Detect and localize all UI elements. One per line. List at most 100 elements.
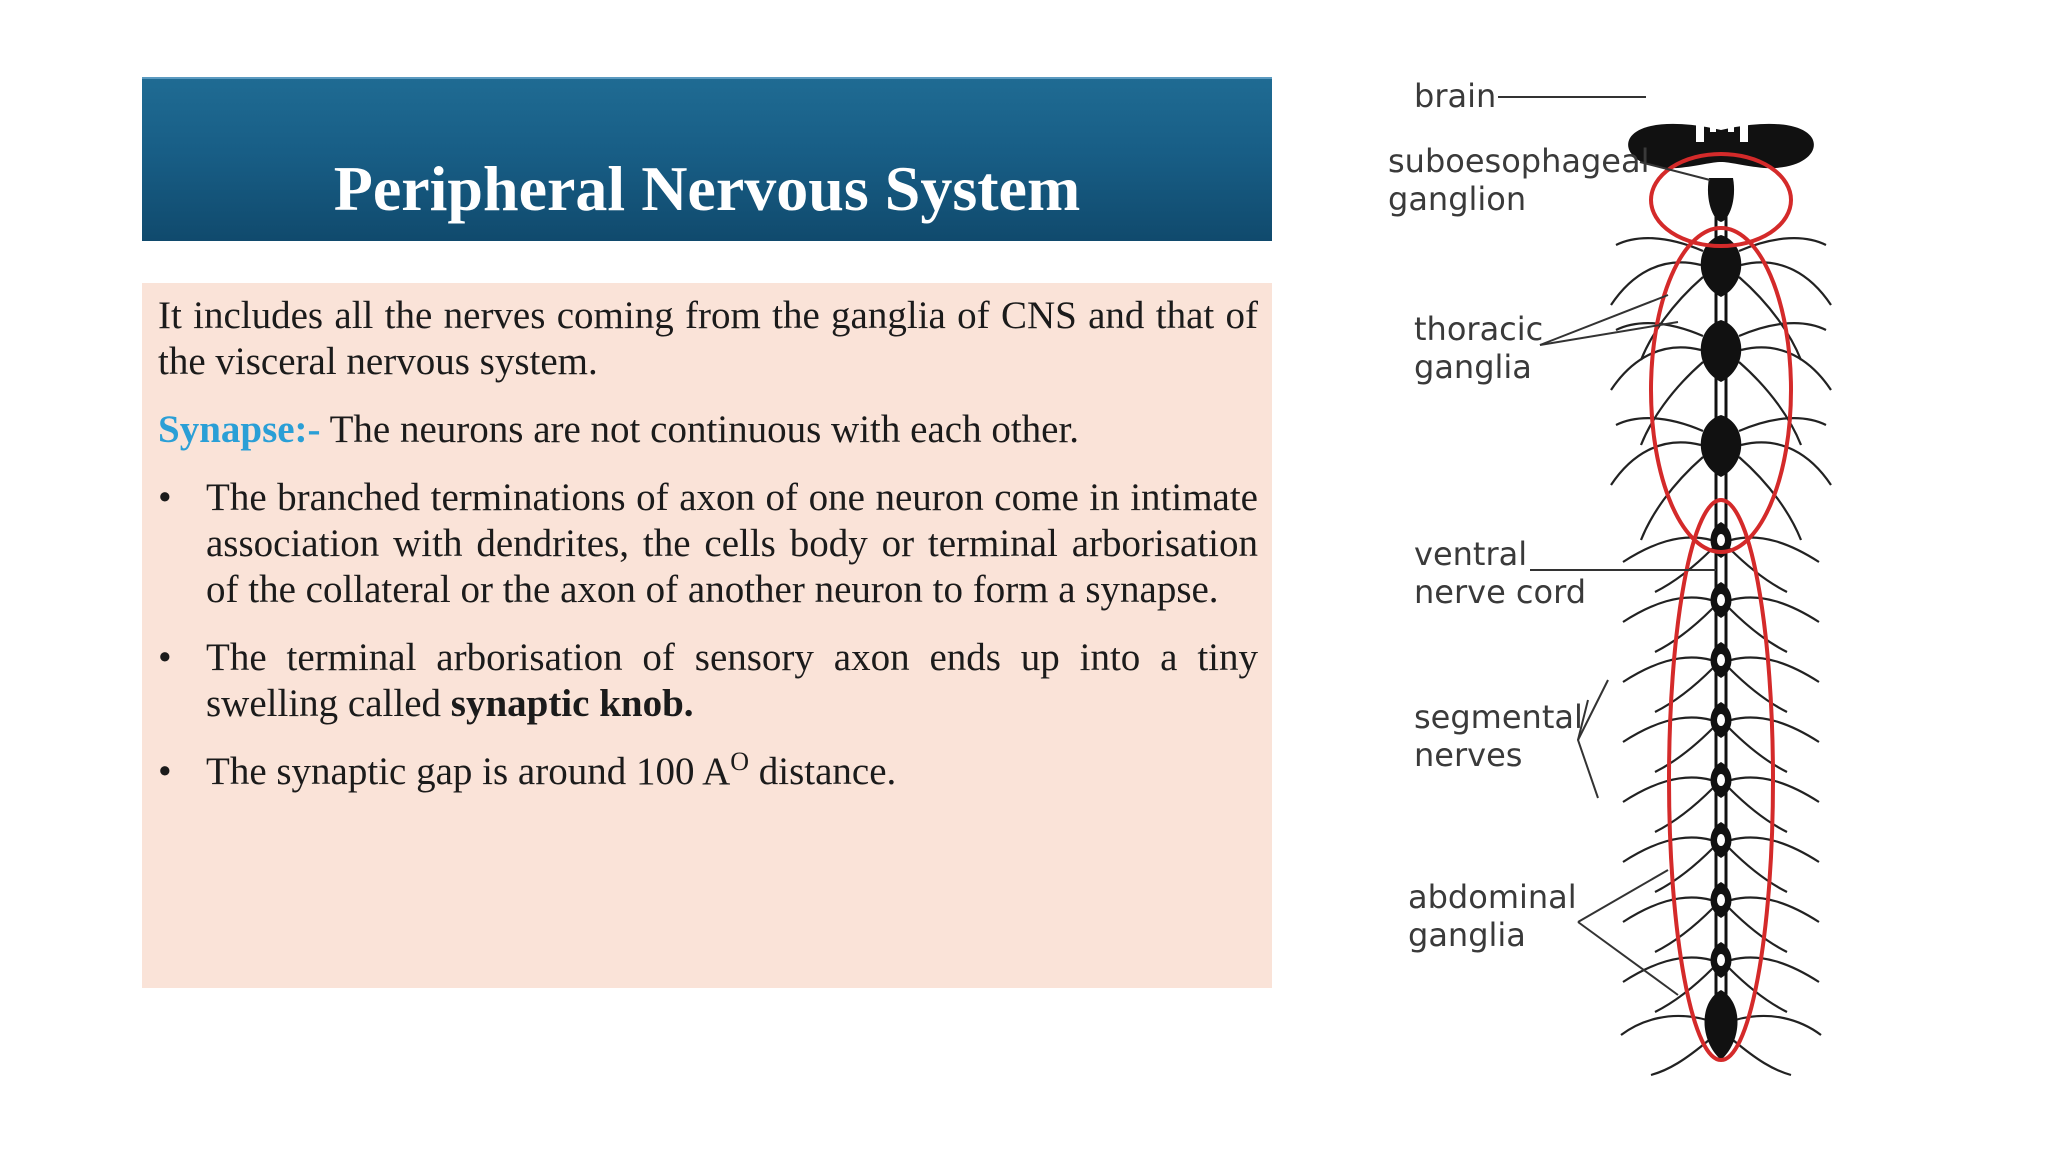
abdominal-nerve: [1622, 656, 1712, 683]
angstrom-superscript: O: [730, 747, 750, 776]
thoracic-nerve: [1615, 237, 1704, 253]
abdominal-nerve: [1622, 596, 1712, 623]
abdominal-nerve: [1654, 607, 1714, 653]
thoracic-nerve: [1738, 322, 1827, 338]
terminal-nerve: [1734, 1014, 1822, 1036]
bullet-text: The branched terminations of axon of one…: [206, 476, 1258, 611]
abdominal-nerve: [1730, 836, 1820, 863]
insect-nervous-system-diagram: brain suboesophageal ganglion thoracic g…: [1388, 77, 1832, 1077]
abdominal-nerve: [1622, 956, 1712, 983]
abdominal-nerve: [1654, 667, 1714, 713]
synapse-label: Synapse:-: [158, 408, 321, 451]
label-ventral: ventral: [1414, 535, 1527, 573]
thoracic-nerve: [1740, 261, 1832, 306]
thoracic-nerve: [1738, 417, 1827, 433]
thoracic-ganglion: [1700, 415, 1742, 477]
abdominal-nerve: [1654, 967, 1714, 1013]
thoracic-nerve: [1738, 456, 1803, 541]
abdominal-nerve: [1730, 536, 1820, 563]
bullet-item: • The terminal arborisation of sensory a…: [158, 635, 1258, 727]
content-panel: It includes all the nerves coming from t…: [142, 283, 1272, 988]
abdominal-nerve: [1654, 907, 1714, 953]
thoracic-nerve: [1639, 276, 1704, 361]
label-thoracic: thoracic: [1414, 310, 1543, 348]
thoracic-nerve: [1639, 456, 1704, 541]
label-thoracic-ganglia: ganglia: [1414, 348, 1532, 386]
thoracic-nerve: [1738, 361, 1803, 446]
abdominal-nerve: [1730, 656, 1820, 683]
label-brain: brain: [1414, 77, 1496, 115]
thoracic-nerve: [1610, 346, 1702, 391]
bullet-icon: •: [158, 750, 172, 793]
label-nerve-cord: nerve cord: [1414, 573, 1586, 611]
thoracic-nerve: [1610, 261, 1702, 306]
thoracic-nerve: [1639, 361, 1704, 446]
synapse-definition: Synapse:- The neurons are not continuous…: [158, 407, 1258, 453]
abdominal-ganglion-core: [1717, 534, 1725, 546]
abdominal-ganglion-core: [1717, 894, 1725, 906]
synaptic-knob-term: synaptic knob.: [450, 682, 694, 725]
terminal-nerve: [1732, 1039, 1792, 1077]
thoracic-nerve: [1740, 441, 1832, 486]
abdominal-nerve: [1622, 536, 1712, 563]
thoracic-nerve: [1610, 441, 1702, 486]
abdominal-nerve: [1728, 727, 1788, 773]
title-banner: Peripheral Nervous System: [142, 77, 1272, 241]
label-segmental: segmental: [1414, 698, 1583, 736]
thoracic-ganglion: [1700, 235, 1742, 297]
abdominal-nerve: [1728, 907, 1788, 953]
ganglia-drawing: [1700, 178, 1742, 1060]
abdominal-nerve: [1730, 956, 1820, 983]
abdominal-nerve: [1728, 607, 1788, 653]
abdominal-nerve: [1622, 836, 1712, 863]
suboesophageal-outline: [1649, 152, 1793, 248]
thoracic-nerve: [1738, 237, 1827, 253]
abdominal-nerve: [1728, 967, 1788, 1013]
abdominal-nerve: [1728, 787, 1788, 833]
label-abdominal: abdominal: [1408, 878, 1577, 916]
abdominal-ganglion-core: [1717, 774, 1725, 786]
thoracic-nerve: [1615, 417, 1704, 433]
abdominal-nerve: [1728, 667, 1788, 713]
abdominal-ganglion-core: [1717, 594, 1725, 606]
bullet-item: • The branched terminations of axon of o…: [158, 475, 1258, 613]
abdominal-nerve: [1654, 547, 1714, 593]
label-suboesophageal: suboesophageal: [1388, 142, 1649, 180]
abdominal-nerve: [1728, 847, 1788, 893]
abdominal-nerve: [1654, 787, 1714, 833]
abdominal-nerve: [1622, 896, 1712, 923]
abdominal-ganglion-core: [1717, 654, 1725, 666]
bullet-list: • The branched terminations of axon of o…: [158, 475, 1258, 795]
synapse-text: The neurons are not continuous with each…: [320, 408, 1080, 451]
label-abdominal-ganglia: ganglia: [1408, 916, 1526, 954]
thoracic-outline: [1649, 226, 1793, 554]
suboesophageal-ganglion: [1707, 178, 1735, 222]
abdominal-nerve: [1730, 776, 1820, 803]
intro-paragraph: It includes all the nerves coming from t…: [158, 294, 1258, 383]
bullet-icon: •: [158, 476, 172, 519]
thoracic-ganglion: [1700, 320, 1742, 382]
thoracic-nerve: [1738, 276, 1803, 361]
segmental-nerves-drawing: [1610, 237, 1832, 1077]
abdominal-nerve: [1730, 716, 1820, 743]
terminal-nerve: [1620, 1014, 1708, 1036]
abdominal-nerve: [1622, 776, 1712, 803]
abdominal-ganglion-core: [1717, 834, 1725, 846]
abdominal-nerve: [1622, 716, 1712, 743]
bullet-text: The synaptic gap is around 100 A: [206, 750, 731, 793]
slide-title: Peripheral Nervous System: [333, 153, 1081, 224]
terminal-ganglion: [1704, 990, 1738, 1060]
abdominal-nerve: [1654, 727, 1714, 773]
label-nerves: nerves: [1414, 736, 1522, 774]
abdominal-outline: [1667, 498, 1775, 1062]
bullet-item: • The synaptic gap is around 100 AO dist…: [158, 749, 1258, 795]
thoracic-nerve: [1740, 346, 1832, 391]
bullet-icon: •: [158, 636, 172, 679]
abdominal-nerve: [1730, 596, 1820, 623]
brain-shape: [1628, 118, 1814, 169]
bullet-text-end: distance.: [749, 750, 897, 793]
label-ganglion: ganglion: [1388, 180, 1526, 218]
abdominal-nerve: [1730, 896, 1820, 923]
abdominal-nerve: [1654, 847, 1714, 893]
terminal-nerve: [1650, 1039, 1710, 1077]
